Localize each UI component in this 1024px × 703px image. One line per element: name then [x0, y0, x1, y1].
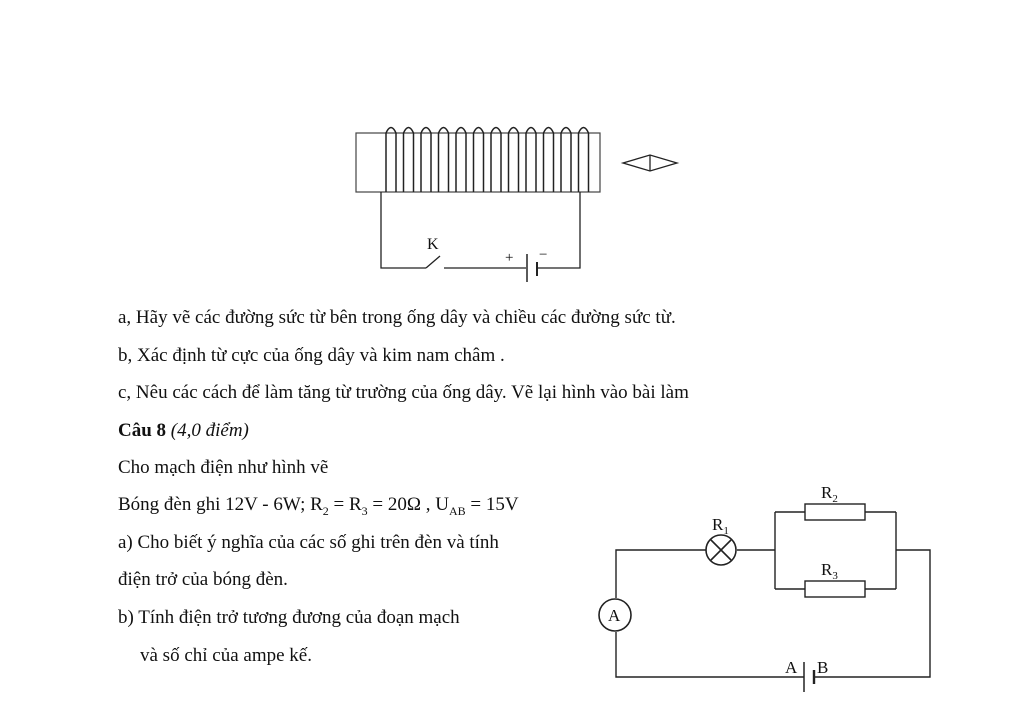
- given-r2-sub: 2: [322, 503, 329, 518]
- coil-loop: [507, 126, 520, 192]
- circuit-wire: [615, 549, 706, 598]
- question8-part-a-line1: a) Cho biết ý nghĩa của các số ghi trên …: [118, 532, 499, 553]
- switch-label: K: [427, 236, 439, 253]
- given-lamp: Bóng đèn ghi 12V - 6W; R: [118, 494, 323, 515]
- question8-intro: Cho mạch điện như hình vẽ: [118, 457, 329, 478]
- coil-loop: [542, 126, 555, 192]
- coil-loop: [490, 126, 502, 192]
- coil-loop: [385, 126, 397, 192]
- coil-loop: [455, 126, 467, 192]
- question8-part-b-line2: và số chỉ của ampe kế.: [140, 645, 312, 666]
- question8-heading: Câu 8 (4,0 điểm): [118, 420, 249, 442]
- question8-part-b-line1: b) Tính điện trở tương đương của đoạn mạ…: [118, 607, 460, 628]
- coil-loop: [402, 126, 415, 192]
- coil-loop: [560, 126, 572, 192]
- question7-part-c: c, Nêu các cách để làm tăng từ trường củ…: [118, 382, 689, 403]
- given-uab-sub: AB: [448, 503, 466, 518]
- r2-label: R2: [821, 483, 838, 505]
- given-eq2: = 20Ω , U: [367, 494, 449, 515]
- circuit-wire: [380, 192, 426, 269]
- compass-needle: [620, 154, 680, 172]
- coil-loop: [437, 126, 450, 192]
- coil-loop: [420, 126, 432, 192]
- coil-loop: [525, 126, 537, 192]
- r3-label: R3: [821, 560, 838, 582]
- question7-part-a: a, Hãy vẽ các đường sức từ bên trong ống…: [118, 307, 676, 328]
- given-r3-sub: 3: [361, 503, 368, 518]
- question8-title: Câu 8: [118, 420, 167, 441]
- solenoid-coil: [385, 126, 590, 192]
- coil-loop: [472, 126, 485, 192]
- point-a-label: A: [785, 658, 798, 677]
- lamp-r1: [705, 534, 737, 566]
- solenoid-core: [355, 132, 601, 193]
- ammeter: [598, 598, 632, 632]
- resistor-r3: [804, 580, 866, 598]
- point-b-label: B: [817, 658, 828, 677]
- ammeter-label: A: [608, 606, 621, 625]
- r1-label: R1: [712, 515, 729, 537]
- circuit-wire: [444, 192, 581, 269]
- question8-points: (4,0 điểm): [170, 420, 249, 441]
- circuit-wire: [615, 632, 804, 678]
- question8-given: Bóng đèn ghi 12V - 6W; R2 = R3 = 20Ω , U…: [118, 494, 519, 522]
- switch-k: [425, 255, 441, 269]
- battery-plus-label: +: [505, 250, 513, 266]
- given-eq1: = R: [328, 494, 362, 515]
- battery-minus-label: −: [539, 247, 547, 263]
- question8-part-a-line2: điện trở của bóng đèn.: [118, 569, 288, 590]
- question7-part-b: b, Xác định từ cực của ống dây và kim na…: [118, 345, 505, 366]
- circuit-wire: [814, 549, 931, 678]
- given-eq3: = 15V: [465, 494, 519, 515]
- resistor-r2: [804, 503, 866, 521]
- coil-loop: [577, 126, 590, 192]
